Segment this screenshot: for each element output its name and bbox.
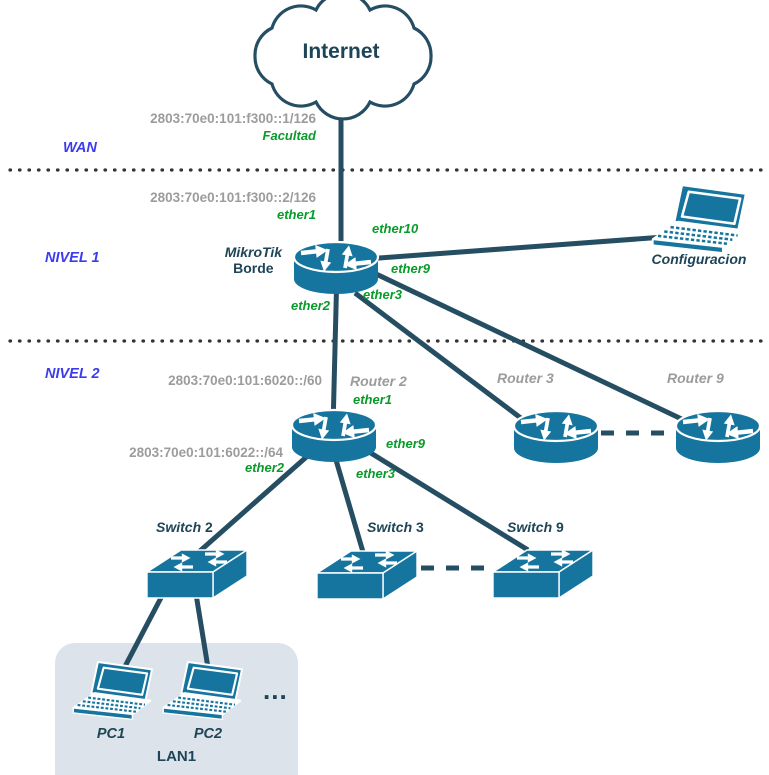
- router2-label: Router 2: [350, 373, 407, 389]
- zone-nivel2-label: NIVEL 2: [45, 366, 100, 382]
- link-switch2-pc1: [118, 592, 166, 676]
- switch3-num: 3: [416, 519, 424, 535]
- border-ether10-label: ether10: [372, 221, 419, 236]
- wan-downstream-ip-label: 2803:70e0:101:f300::2/126: [150, 190, 316, 205]
- switch2-label: Switch 2: [156, 519, 213, 536]
- border-router-label: MikroTik Borde: [224, 244, 282, 276]
- switch2-word: Switch: [156, 519, 202, 535]
- router9-icon: [676, 411, 760, 463]
- link-switch2-pc2: [193, 593, 212, 675]
- switch2-icon: [147, 549, 247, 598]
- router2-icon: [292, 410, 376, 462]
- link-router2-switch9-ether9: [364, 447, 530, 553]
- wan-upstream-ip-label: 2803:70e0:101:f300::1/126: [150, 111, 316, 126]
- border-router-brand: MikroTik: [224, 244, 282, 260]
- border-ether9-label: ether9: [391, 261, 431, 276]
- zone-nivel1-label: NIVEL 1: [45, 250, 100, 266]
- lan1-label: LAN1: [156, 748, 197, 765]
- router2-ether9-label: ether9: [386, 436, 426, 451]
- pc1-label: PC1: [96, 726, 126, 742]
- internet-label: Internet: [302, 40, 380, 63]
- border-ether2-label: ether2: [291, 298, 331, 313]
- lan-prefix-label: 2803:70e0:101:6022::/64: [129, 445, 283, 460]
- switch3-label: Switch 3: [367, 519, 424, 536]
- more-pcs-ellipsis: ...: [263, 675, 288, 705]
- switch3-icon: [317, 550, 417, 599]
- switch2-num: 2: [205, 519, 213, 535]
- router3-icon: [514, 411, 598, 463]
- link-border-router9-ether9: [372, 270, 692, 426]
- switch3-word: Switch: [367, 519, 413, 535]
- config-laptop-icon: [651, 183, 748, 255]
- link-router2-switch2-ether2: [190, 450, 314, 560]
- pc2-label: PC2: [193, 726, 223, 742]
- router2-ether2-label: ether2: [245, 460, 285, 475]
- internet-cloud: [253, 0, 433, 121]
- switch9-icon: [493, 549, 593, 598]
- wan-upstream-name-label: Facultad: [262, 128, 316, 143]
- border-ether1-label: ether1: [276, 207, 316, 222]
- link-border-config-ether10: [365, 234, 665, 262]
- border-ether3-label: ether3: [363, 287, 403, 302]
- switch9-label: Switch 9: [507, 519, 564, 536]
- config-host-label: Configuracion: [651, 251, 747, 267]
- zone-wan-label: WAN: [63, 140, 97, 156]
- link-router2-switch3-ether3: [333, 459, 366, 553]
- router2-ether3-label: ether3: [356, 466, 396, 481]
- link-border-router3-ether3: [353, 291, 536, 430]
- router2-ether1-label: ether1: [353, 392, 393, 407]
- nivel2-prefix-block-label: 2803:70e0:101:6020::/60: [168, 373, 322, 388]
- switch9-word: Switch: [507, 519, 553, 535]
- link-border-router2: [330, 267, 340, 429]
- switch9-num: 9: [556, 519, 564, 535]
- border-router-name: Borde: [233, 259, 274, 276]
- router9-label: Router 9: [667, 370, 724, 386]
- router3-label: Router 3: [497, 370, 554, 386]
